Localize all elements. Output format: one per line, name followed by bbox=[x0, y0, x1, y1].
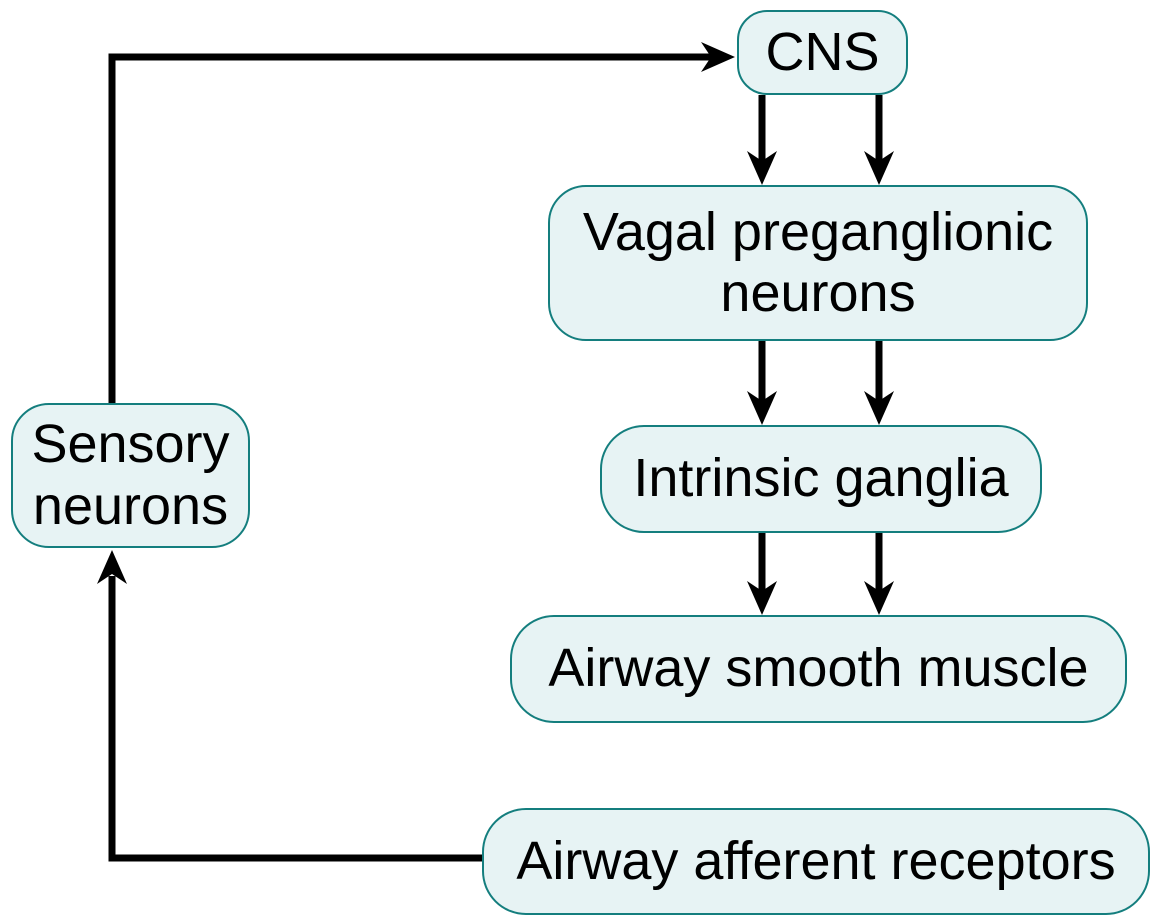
edge-vagal-to-intrinsic-left bbox=[747, 341, 777, 425]
edge-intrinsic-to-smooth-left bbox=[747, 533, 777, 615]
edge-vagal-to-intrinsic-right bbox=[864, 341, 894, 425]
node-sensory-neurons: Sensory neurons bbox=[11, 403, 250, 548]
node-cns: CNS bbox=[737, 10, 908, 95]
node-airway-afferent-receptors-label: Airway afferent receptors bbox=[516, 830, 1116, 891]
node-vagal-preganglionic-neurons-label: Vagal preganglionic neurons bbox=[582, 201, 1054, 323]
node-airway-afferent-receptors: Airway afferent receptors bbox=[482, 808, 1150, 915]
node-intrinsic-ganglia-label: Intrinsic ganglia bbox=[633, 448, 1009, 509]
node-airway-smooth-muscle: Airway smooth muscle bbox=[510, 615, 1127, 723]
node-sensory-neurons-label: Sensory neurons bbox=[31, 414, 230, 536]
edge-intrinsic-to-smooth-right bbox=[864, 533, 894, 615]
node-intrinsic-ganglia: Intrinsic ganglia bbox=[600, 425, 1042, 533]
edge-sensory-to-cns bbox=[108, 42, 735, 403]
edge-cns-to-vagal-left bbox=[747, 95, 777, 185]
edge-cns-to-vagal-right bbox=[864, 95, 894, 185]
edge-afferent-to-sensory bbox=[97, 550, 482, 862]
node-vagal-preganglionic-neurons: Vagal preganglionic neurons bbox=[548, 185, 1088, 341]
node-cns-label: CNS bbox=[765, 21, 880, 82]
node-airway-smooth-muscle-label: Airway smooth muscle bbox=[548, 638, 1089, 699]
